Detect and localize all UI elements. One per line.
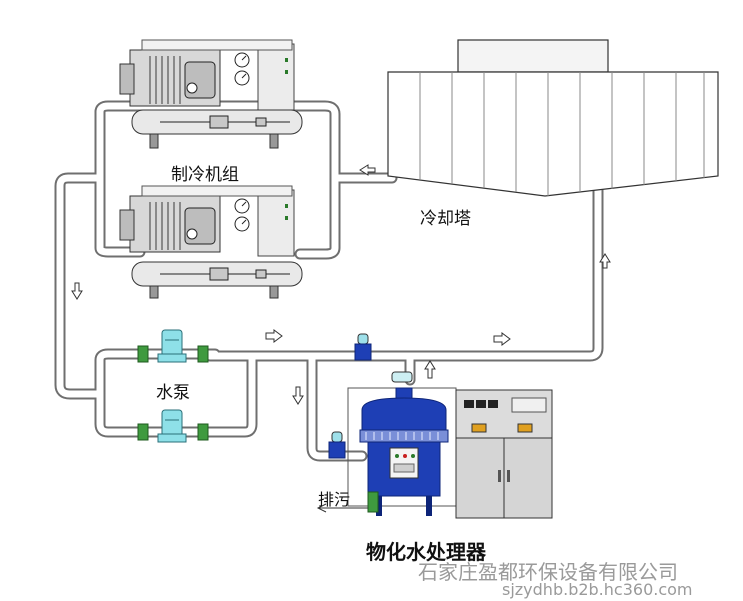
flow-arrows: [71, 164, 611, 405]
watermark-company: 石家庄盈都环保设备有限公司: [418, 560, 678, 584]
chiller-unit-lower: [119, 185, 303, 299]
chiller-unit-upper: [119, 39, 303, 149]
water-processor-label: 物化水处理器: [366, 540, 486, 564]
arrow-down-icon: [71, 282, 83, 300]
arrow-up-icon: [599, 253, 611, 269]
valve-inline: [354, 333, 372, 361]
cooling-tower: [387, 39, 719, 197]
arrow-right-icon: [493, 332, 511, 346]
watermark-url: sjzydhb.b2b.hc360.com: [502, 580, 693, 599]
valve-inlet: [328, 431, 346, 459]
water-pump-upper: [137, 329, 209, 363]
valve-outlet: [391, 371, 413, 383]
water-pump-lower: [137, 409, 209, 443]
water-pump-label: 水泵: [156, 383, 190, 403]
drain-label: 排污: [318, 490, 351, 509]
arrow-down-icon: [292, 386, 304, 405]
control-cabinet: [455, 389, 553, 519]
arrow-left-icon: [359, 164, 376, 176]
arrow-up-icon: [424, 360, 436, 379]
drain-line: [316, 503, 368, 513]
cooling-tower-label: 冷却塔: [420, 209, 471, 229]
chiller-unit-label: 制冷机组: [171, 165, 239, 185]
arrow-right-icon: [265, 329, 283, 343]
